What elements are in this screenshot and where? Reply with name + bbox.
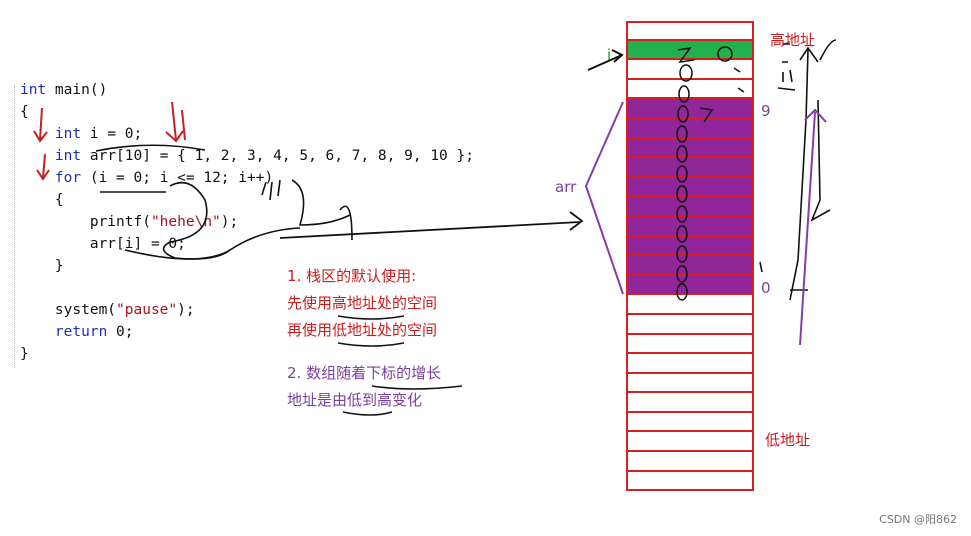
code-token: int (54, 126, 82, 142)
code-token: } (20, 346, 29, 362)
stack-cell-white (626, 393, 754, 413)
code-line: return 0; (20, 321, 474, 343)
stack-cell-white (626, 21, 754, 41)
i-label: i (607, 46, 612, 64)
watermark: CSDN @阳862 (879, 513, 957, 526)
code-line: system("pause"); (20, 299, 474, 321)
code-line: } (20, 343, 474, 365)
code-token: (i = 0; i <= 12; i++) (81, 170, 274, 186)
code-line: int main() (20, 79, 474, 101)
note-2-title: 2. 数组随着下标的增长 (287, 364, 442, 382)
code-line: int arr[10] = { 1, 2, 3, 4, 5, 6, 7, 8, … (20, 145, 474, 167)
stack-cell-white (626, 79, 754, 100)
stack-cell-purple (626, 138, 754, 159)
stack-cell-white (626, 373, 754, 394)
stack-cell-white (626, 412, 754, 433)
stack-cell-purple (626, 275, 754, 296)
code-token: ); (177, 302, 195, 318)
note-1-line-1: 先使用高地址处的空间 (287, 294, 438, 312)
stack-cell-white (626, 295, 754, 315)
ink-scribble-e (291, 179, 353, 241)
code-token: arr[10] = { 1, 2, 3, 4, 5, 6, 7, 8, 9, 1… (81, 148, 474, 164)
code-line: { (20, 189, 474, 211)
code-token: { (20, 192, 64, 208)
high-address-label: 高地址 (770, 31, 816, 49)
code-token: "pause" (116, 302, 178, 318)
ink-stroke-d (124, 249, 231, 260)
arr-bracket (584, 101, 624, 295)
note-1-line-2: 再使用低地址处的空间 (287, 321, 438, 339)
code-line: int i = 0; (20, 123, 474, 145)
note-2-line-1: 地址是由低到高变化 (287, 391, 423, 409)
code-token: ); (220, 214, 239, 230)
index-bottom-label: 0 (761, 279, 771, 297)
underline-1 (337, 315, 405, 320)
right-scribbles (759, 39, 837, 301)
stack-cell-purple (626, 99, 754, 119)
ink-ticks (261, 179, 281, 201)
arrow-to-stack (279, 211, 584, 239)
stack-cell-white (626, 354, 754, 374)
code-token: return (54, 324, 108, 340)
underline-4 (342, 411, 393, 416)
stack-cell-purple (626, 158, 754, 178)
i-pointer-arrow (587, 49, 624, 71)
stack-cell-white (626, 314, 754, 335)
stack-cell-white (626, 334, 754, 355)
stack-cell-purple (626, 197, 754, 217)
underline-2 (337, 342, 405, 347)
stack-cell-green (626, 40, 754, 61)
stack-cell-purple (626, 236, 754, 257)
stack-cell-purple (626, 118, 754, 139)
red-arrow-3 (165, 101, 186, 143)
index-top-label: 9 (761, 102, 771, 120)
red-arrow-2 (36, 153, 50, 181)
note-1-title: 1. 栈区的默认使用: (287, 267, 417, 285)
stack-memory-diagram (626, 21, 754, 492)
arr-label: arr (555, 178, 577, 196)
code-token: for (54, 170, 82, 186)
stack-cell-purple (626, 177, 754, 198)
code-token: { (20, 104, 29, 120)
red-arrow-1 (33, 107, 48, 143)
code-token: main() (46, 82, 108, 98)
ink-stroke-c (162, 181, 301, 260)
stack-cell-white (626, 432, 754, 453)
low-address-label: 低地址 (765, 431, 811, 449)
code-block: int main() { int i = 0; int arr[10] = { 1… (20, 79, 474, 365)
code-token: system( (20, 302, 117, 318)
code-token: printf( (20, 214, 151, 230)
code-token: } (20, 258, 64, 274)
code-line: { (20, 101, 474, 123)
code-token: 0; (107, 324, 134, 340)
underline-3 (371, 385, 463, 390)
code-line: } (20, 255, 474, 277)
stack-cell-purple (626, 216, 754, 237)
code-token: i = 0; (81, 126, 143, 142)
handwritten-zeros (676, 46, 745, 301)
stack-cell-white (626, 471, 754, 492)
code-token: int (20, 82, 47, 98)
ink-stroke-a (95, 144, 206, 152)
growth-up-arrow (799, 108, 827, 346)
code-line: for (i = 0; i <= 12; i++) (20, 167, 474, 189)
editor-gutter (14, 86, 16, 368)
stack-cell-purple (626, 256, 754, 276)
stack-cell-white (626, 452, 754, 472)
code-token: int (54, 148, 82, 164)
